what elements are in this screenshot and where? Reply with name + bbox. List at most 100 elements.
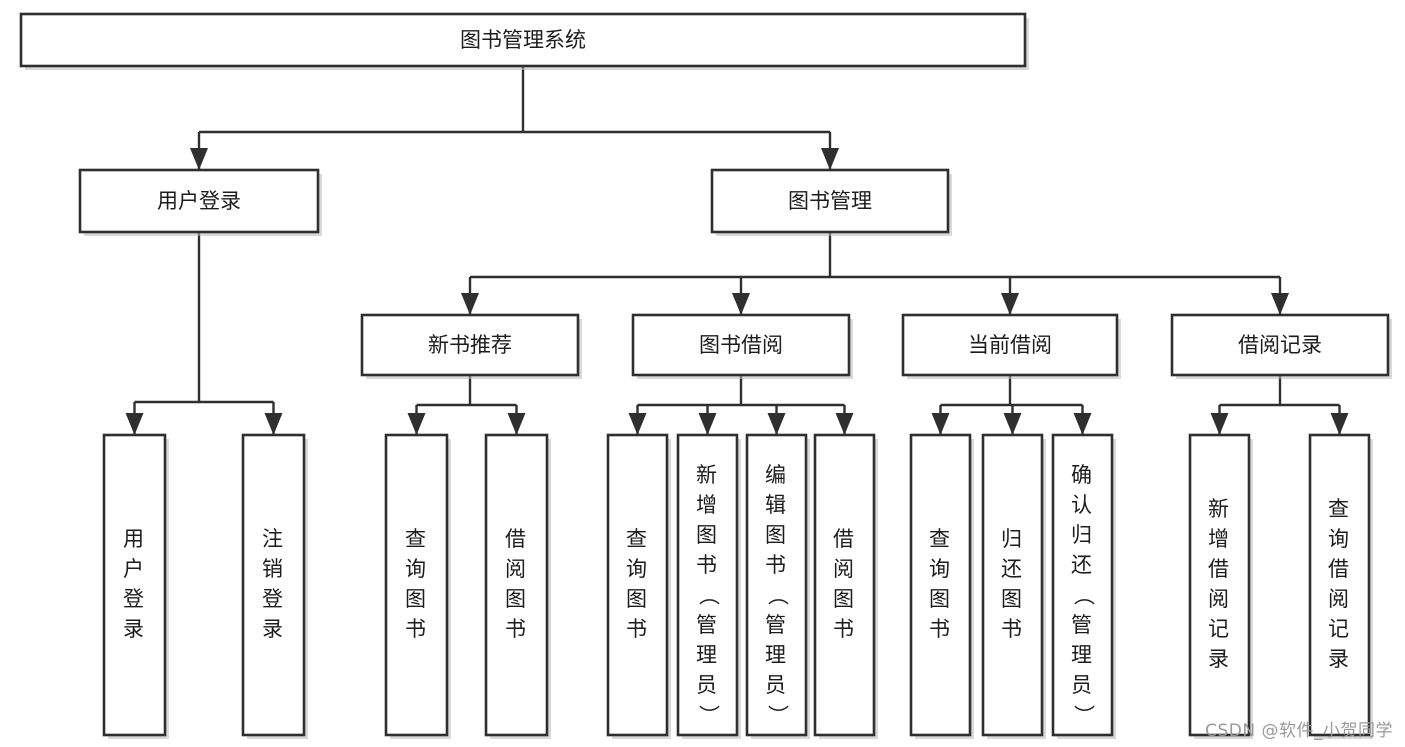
node-label-char: 询 xyxy=(1328,527,1351,551)
node-user-login[interactable]: 用户登录 xyxy=(78,168,322,236)
node-book-manage[interactable]: 图书管理 xyxy=(710,168,952,236)
arrow-head-icon xyxy=(407,413,426,435)
node-label-char: 借 xyxy=(1208,557,1231,581)
node-label-char: 理 xyxy=(765,643,788,667)
node-label-char: 书 xyxy=(833,617,856,641)
node-label-char: 图 xyxy=(1001,587,1024,611)
node-label-char: 图 xyxy=(929,587,952,611)
node-rect xyxy=(1308,433,1371,737)
node-book-borrow[interactable]: 图书借阅 xyxy=(631,313,853,379)
node-rect xyxy=(909,433,972,737)
node-label-char: 询 xyxy=(929,557,952,581)
node-label-char: 询 xyxy=(405,557,428,581)
node-label-char: 录 xyxy=(123,617,146,641)
node-label-char: 录 xyxy=(1208,647,1231,671)
node-rect xyxy=(384,433,449,737)
node-label: 借阅记录 xyxy=(1238,333,1322,357)
arrow-head-icon xyxy=(732,293,750,315)
node-rect xyxy=(1188,433,1251,737)
arrow-head-icon xyxy=(125,413,144,435)
node-label-char: 理 xyxy=(1071,643,1094,667)
node-label: 图书借阅 xyxy=(699,333,783,357)
node-label-char: （ xyxy=(697,585,721,608)
arrow-head-icon xyxy=(1330,413,1349,435)
node-rect xyxy=(631,313,851,377)
node-label-char: 辑 xyxy=(765,493,788,517)
node-label-char: 借 xyxy=(505,527,528,551)
arrow-head-icon xyxy=(835,413,854,435)
node-label-char: 查 xyxy=(405,527,428,551)
node-leaf-user-login[interactable]: 用户登录 xyxy=(102,433,169,739)
node-label-char: 管 xyxy=(1071,613,1094,637)
arrow-head-icon xyxy=(821,148,839,170)
node-label: 新书推荐 xyxy=(428,333,512,357)
nodes-layer: 图书管理系统用户登录图书管理新书推荐图书借阅当前借阅借阅记录用户登录注销登录查询… xyxy=(19,12,1392,739)
node-label-char: 查 xyxy=(929,527,952,551)
node-label-char: 记 xyxy=(1328,617,1351,641)
node-current-borrow[interactable]: 当前借阅 xyxy=(901,313,1121,379)
node-label-char: 增 xyxy=(696,493,719,517)
node-label-char: 图 xyxy=(833,587,856,611)
node-label-char: 登 xyxy=(123,587,146,611)
node-label-char: 新 xyxy=(1208,497,1231,521)
arrow-head-icon xyxy=(507,413,526,435)
node-rect xyxy=(241,433,306,737)
node-label-char: 增 xyxy=(1208,527,1231,551)
node-label-char: 阅 xyxy=(1328,587,1351,611)
node-label-char: ） xyxy=(1072,705,1096,728)
arrow-head-icon xyxy=(1001,293,1019,315)
node-label-char: 编 xyxy=(765,463,788,487)
node-rect xyxy=(102,433,167,737)
node-label-char: 录 xyxy=(1328,647,1351,671)
node-label-char: 图 xyxy=(505,587,528,611)
node-rect xyxy=(710,168,950,234)
arrow-head-icon xyxy=(190,148,208,170)
node-rect xyxy=(676,433,739,737)
node-label-char: 理 xyxy=(696,643,719,667)
node-label-char: 还 xyxy=(1071,553,1094,577)
node-rect xyxy=(606,433,669,737)
node-label-char: 认 xyxy=(1071,493,1094,517)
node-rect xyxy=(745,433,808,737)
node-label-char: 书 xyxy=(405,617,428,641)
node-label-char: 阅 xyxy=(833,557,856,581)
node-new-book-recommend[interactable]: 新书推荐 xyxy=(360,313,582,379)
node-label-char: 员 xyxy=(1071,673,1094,697)
node-label-char: 确 xyxy=(1071,463,1094,487)
node-label-char: 书 xyxy=(505,617,528,641)
node-label-char: 阅 xyxy=(1208,587,1231,611)
arrow-head-icon xyxy=(264,413,283,435)
arrow-head-icon xyxy=(931,413,950,435)
node-label-char: 图 xyxy=(765,523,788,547)
edges-layer xyxy=(125,66,1349,435)
arrow-head-icon xyxy=(698,413,717,435)
node-label-char: 管 xyxy=(765,613,788,637)
node-label-char: 员 xyxy=(765,673,788,697)
node-label-char: 书 xyxy=(1001,617,1024,641)
arrow-head-icon xyxy=(1073,413,1092,435)
node-label-char: 书 xyxy=(626,617,649,641)
node-root[interactable]: 图书管理系统 xyxy=(19,12,1029,70)
node-label-char: 归 xyxy=(1001,527,1024,551)
node-label-char: 阅 xyxy=(505,557,528,581)
node-label-char: 查 xyxy=(1328,497,1351,521)
node-label-char: 借 xyxy=(833,527,856,551)
node-label-char: 新 xyxy=(696,463,719,487)
node-rect xyxy=(1170,313,1390,377)
node-label-char: 用 xyxy=(123,527,146,551)
node-rect xyxy=(813,433,876,737)
node-borrow-record[interactable]: 借阅记录 xyxy=(1170,313,1392,379)
